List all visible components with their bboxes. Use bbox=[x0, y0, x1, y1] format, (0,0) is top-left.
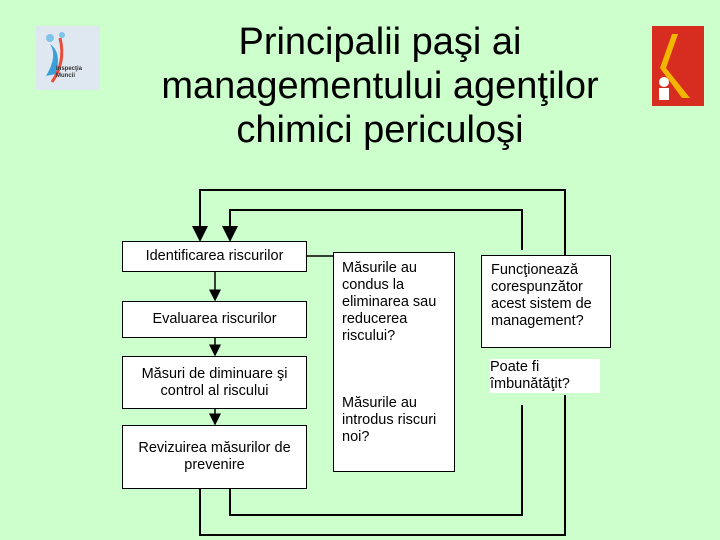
step-control-measures: Măsuri de diminuare şi control al riscul… bbox=[122, 356, 307, 409]
brand-logo-icon bbox=[652, 26, 704, 106]
right-logo bbox=[652, 26, 704, 106]
question-box bbox=[333, 252, 455, 472]
question-can-improve: Poate fi îmbunătăţit? bbox=[490, 359, 600, 393]
outer-bottom-loop bbox=[199, 395, 566, 536]
question-new-risks: Măsurile au introdus riscuri noi? bbox=[342, 395, 437, 445]
organization-logo-text: Inspecţia Muncii bbox=[56, 66, 83, 79]
inner-bottom-loop bbox=[229, 405, 523, 516]
outer-feedback-loop bbox=[192, 189, 566, 275]
question-risk-reduction: Măsurile au condus la eliminarea sau red… bbox=[342, 260, 437, 344]
question-system-works: Funcţionează corespunzător acest sistem … bbox=[481, 255, 611, 348]
step-identify-risks: Identificarea riscurilor bbox=[122, 241, 307, 272]
organization-logo-icon bbox=[36, 26, 100, 90]
inner-feedback-loop bbox=[222, 209, 523, 250]
step-review-prevention: Revizuirea măsurilor de prevenire bbox=[122, 425, 307, 489]
left-logo: Inspecţia Muncii bbox=[36, 26, 100, 90]
step-evaluate-risks: Evaluarea riscurilor bbox=[122, 301, 307, 338]
page-title: Principalii paşi ai managementului agenţ… bbox=[161, 21, 599, 151]
